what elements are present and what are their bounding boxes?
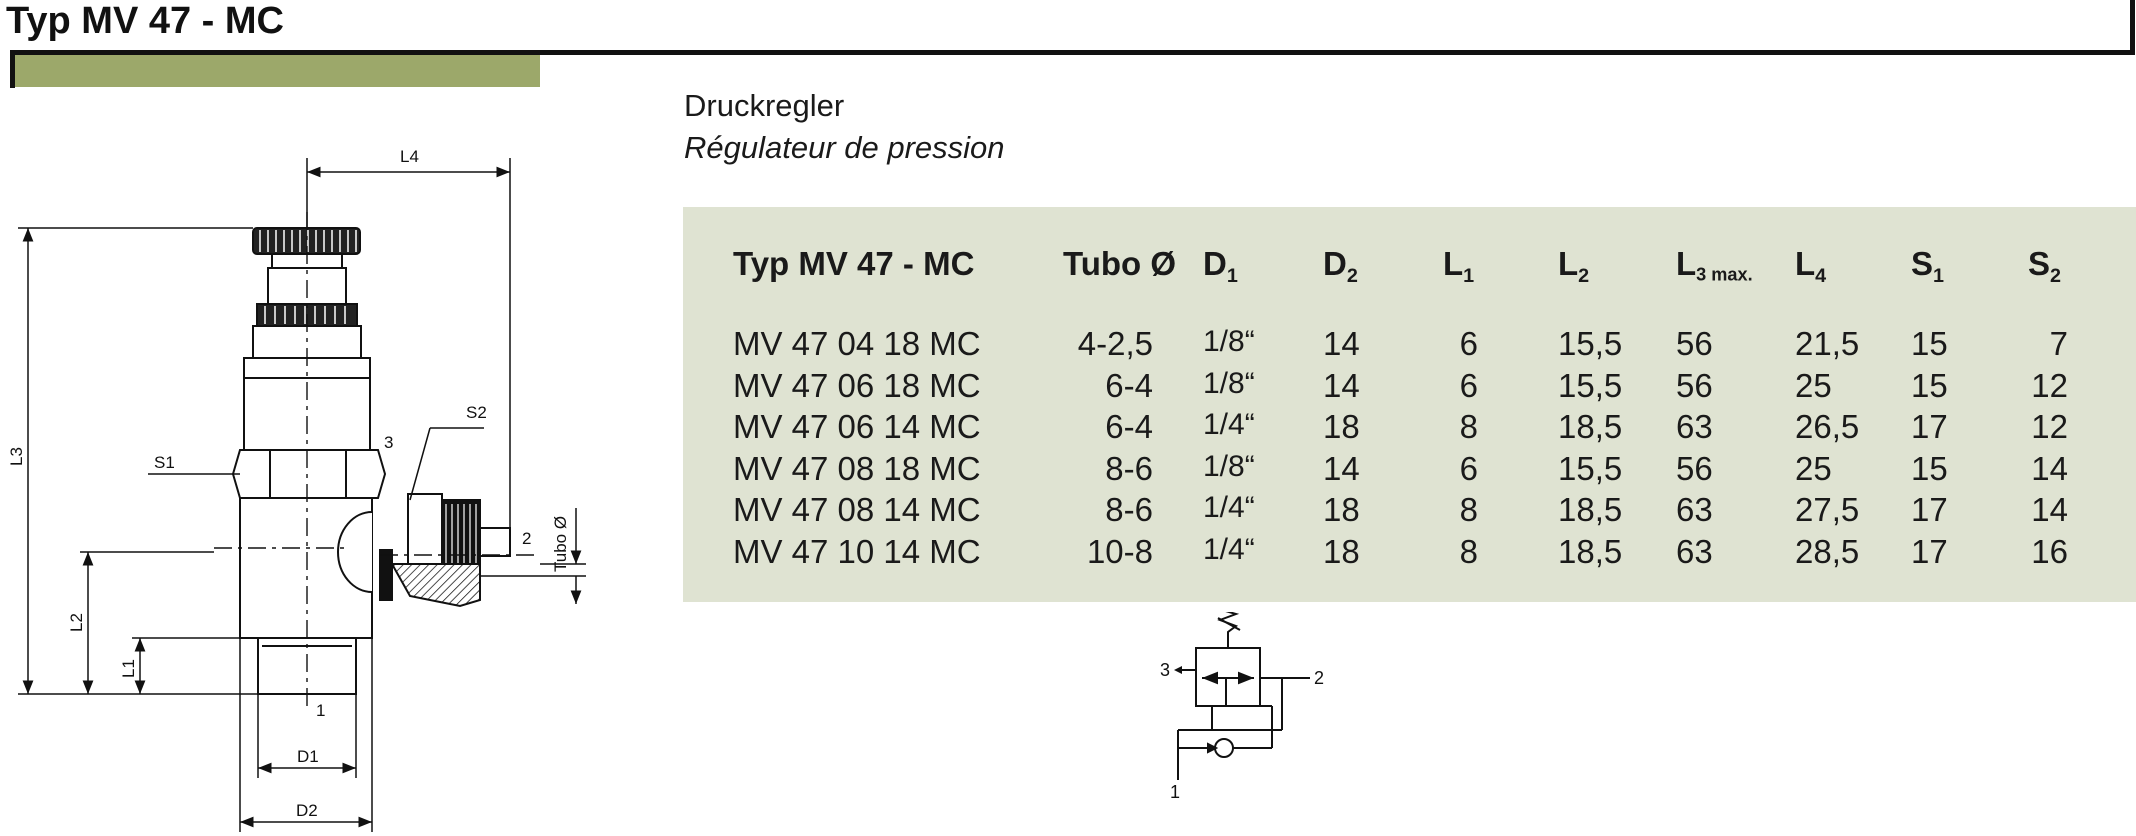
table-cell-tubo: 4-2,5	[1077, 325, 1153, 362]
column-header-type: Typ MV 47 - MC	[733, 245, 975, 282]
table-cell-s1: 17	[1911, 491, 1948, 528]
table-cell-s2: 7	[2049, 325, 2068, 362]
table-cell-d1: 1/4“	[1203, 491, 1255, 524]
table-cell-l3: 63	[1676, 408, 1713, 445]
column-header-s1: S1	[1911, 245, 1945, 287]
table-cell-type: MV 47 04 18 MC	[733, 325, 981, 362]
table-cell-s2: 12	[2031, 366, 2068, 404]
label-l3: L3	[7, 447, 26, 466]
table-cell-d1: 1/4“	[1203, 408, 1255, 441]
table-cell-s1: 17	[1911, 408, 1948, 445]
subtitle-german: Druckregler	[684, 88, 845, 123]
header-rule-right	[2130, 0, 2135, 55]
table-cell-s1: 15	[1911, 325, 1948, 362]
label-l4: L4	[400, 147, 419, 166]
column-header-tubo: Tubo Ø	[1063, 245, 1177, 282]
pressure-regulator-symbol: 3 2 1	[1160, 612, 1324, 802]
table-cell-d1: 1/8“	[1203, 325, 1255, 358]
table-cell-l1: 8	[1459, 408, 1478, 445]
label-d2: D2	[296, 801, 318, 820]
label-s1: S1	[154, 453, 175, 472]
table-cell-l2: 18,5	[1558, 491, 1623, 528]
column-header-d2: D2	[1323, 245, 1358, 287]
table-cell-l4: 28,5	[1795, 532, 1860, 570]
symbol-port-1: 1	[1170, 782, 1180, 802]
table-cell-l1: 6	[1459, 366, 1478, 404]
table-cell-type: MV 47 06 18 MC	[733, 366, 981, 404]
column-header-l3: L3 max.	[1676, 245, 1753, 285]
table-cell-d2: 14	[1323, 325, 1360, 362]
table-cell-d1: 1/4“	[1203, 532, 1255, 566]
table-cell-d1: 1/8“	[1203, 449, 1255, 483]
table-cell-l4: 21,5	[1795, 325, 1860, 362]
symbol-port-3: 3	[1160, 660, 1170, 680]
table-cell-type: MV 47 10 14 MC	[733, 532, 981, 570]
table-cell-tubo: 8-6	[1105, 449, 1153, 487]
label-l1: L1	[119, 659, 138, 678]
table-cell-tubo: 10-8	[1086, 532, 1153, 570]
table-cell-l4: 27,5	[1795, 491, 1860, 528]
table-cell-l2: 15,5	[1558, 325, 1623, 362]
table-cell-d2: 18	[1323, 491, 1360, 528]
label-port-2: 2	[522, 529, 531, 548]
table-cell-s2: 12	[2031, 408, 2068, 445]
table-cell-d2: 14	[1323, 449, 1360, 487]
page-title: Typ MV 47 - MC	[6, 0, 284, 42]
table-cell-l3: 56	[1676, 449, 1713, 487]
dimension-table: Typ MV 47 - MC Tubo Ø D1 D2 L1 L2 L3 max. L4 S1 S…	[683, 207, 2136, 602]
table-cell-d2: 14	[1323, 366, 1360, 404]
valve-technical-drawing: L4 L3 L2 L1 S1 S2 D1 D2 Tubo Ø 3 2 1	[7, 147, 586, 832]
column-header-l1: L1	[1443, 245, 1475, 287]
label-port-1: 1	[316, 701, 325, 720]
label-port-3: 3	[384, 433, 393, 452]
table-cell-l3: 63	[1676, 532, 1713, 570]
table-cell-d1: 1/8“	[1203, 366, 1255, 400]
table-cell-l3: 56	[1676, 325, 1713, 362]
table-cell-l1: 6	[1459, 325, 1478, 362]
table-cell-l3: 63	[1676, 491, 1713, 528]
table-cell-l2: 18,5	[1558, 532, 1623, 570]
table-cell-tubo: 6-4	[1105, 366, 1153, 404]
column-header-s2: S2	[2028, 245, 2062, 287]
table-cell-l4: 25	[1795, 449, 1832, 487]
table-cell-d2: 18	[1323, 532, 1360, 570]
table-cell-type: MV 47 08 14 MC	[733, 491, 981, 528]
table-cell-l1: 6	[1459, 449, 1478, 487]
label-s2: S2	[466, 403, 487, 422]
table-cell-l2: 18,5	[1558, 408, 1623, 445]
table-cell-l2: 15,5	[1558, 449, 1623, 487]
accent-bar	[15, 55, 540, 87]
table-cell-d2: 18	[1323, 408, 1360, 445]
label-l2: L2	[67, 613, 86, 632]
label-tubo: Tubo Ø	[551, 516, 570, 572]
label-d1: D1	[297, 747, 319, 766]
column-header-l2: L2	[1558, 245, 1590, 287]
table-cell-type: MV 47 08 18 MC	[733, 449, 981, 487]
table-cell-l1: 8	[1459, 491, 1478, 528]
table-cell-l4: 25	[1795, 366, 1832, 404]
header-rule	[10, 50, 2134, 55]
table-cell-l1: 8	[1459, 532, 1478, 570]
table-cell-s1: 15	[1911, 449, 1948, 487]
symbol-port-2: 2	[1314, 668, 1324, 688]
table-cell-tubo: 6-4	[1105, 408, 1153, 445]
table-cell-s1: 15	[1911, 366, 1948, 404]
table-cell-s1: 17	[1911, 532, 1948, 570]
subtitle-french: Régulateur de pression	[684, 130, 1005, 165]
table-cell-l4: 26,5	[1795, 408, 1860, 445]
header-rule-left	[10, 50, 15, 88]
table-cell-s2: 14	[2031, 491, 2068, 528]
column-header-l4: L4	[1795, 245, 1827, 287]
table-cell-type: MV 47 06 14 MC	[733, 408, 981, 445]
table-cell-s2: 14	[2031, 449, 2068, 487]
table-cell-l2: 15,5	[1558, 366, 1623, 404]
table-cell-l3: 56	[1676, 366, 1713, 404]
table-cell-tubo: 8-6	[1105, 491, 1153, 528]
table-cell-s2: 16	[2031, 532, 2068, 570]
column-header-d1: D1	[1203, 245, 1238, 287]
